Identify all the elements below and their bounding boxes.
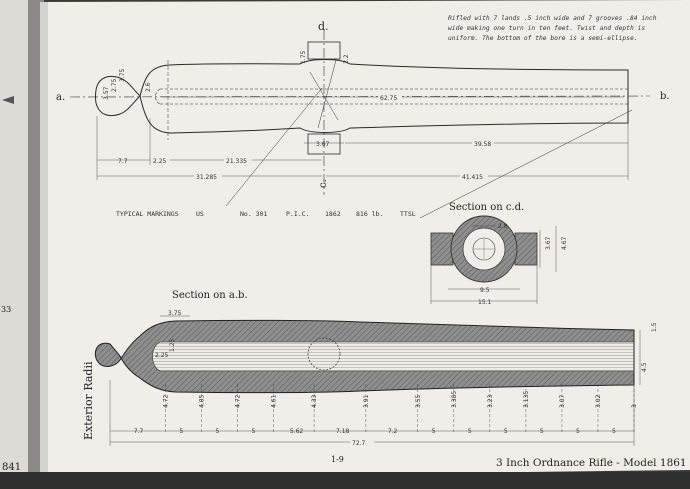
bore-hidden-lines [155,88,628,105]
segment-dims: 7.7 5 5 5 5.62 7.18 7.2 5 5 5 5 5 5 [134,428,616,435]
segment-value: 7.18 [336,428,350,435]
note-line-3: uniform. The bottom of the bore is a sem… [448,34,638,42]
marking-ttsl: TTSL [400,210,416,218]
axis-label-c: c. [318,179,329,188]
dim-knob-2: 2.75 [111,78,118,92]
axis-label-a: a. [56,92,65,103]
radius-value: 3 [631,404,638,408]
dim-ab-1: 3.75 [168,310,182,317]
axis-label-b: b. [660,91,670,102]
dim-breech-2: 2.25 [153,158,167,165]
marking-us: US [196,210,204,218]
radius-value: 4.72 [235,394,242,408]
radius-value: 3.91 [363,394,370,408]
dim-ab-2: 2.25 [155,352,169,359]
exterior-radii-dims: Exterior Radii 4.72 4.85 4.72 4.61 4.33 3.91 3… [82,361,638,447]
dim-knob-3: 3.75 [119,68,126,82]
dim-knob-1: 3.57 [103,86,110,100]
marking-year: 1862 [325,210,341,218]
page-number: 1-9 [331,455,344,464]
note-line-2: wide making one turn in ten feet. Twist … [448,24,645,32]
arrow-icon [2,96,14,104]
dim-cd-4: 9.5 [480,287,490,294]
radius-value: 3.135 [523,391,530,408]
segment-value: 5 [540,428,544,435]
trunnion-top [307,41,341,60]
segment-value: 5 [576,428,580,435]
radius-value: 3.02 [595,394,602,408]
segment-value: 5 [612,428,616,435]
dim-vertical-1: 2.6 [145,82,152,92]
segment-value: 5 [180,428,184,435]
exterior-radii-label: Exterior Radii [82,361,95,440]
segment-value: 7.2 [388,428,398,435]
dim-bore-length: 62.75 [380,95,397,102]
section-cd-title: Section on c.d. [449,202,524,213]
cascabel-knob [95,75,141,117]
trunnion-bottom [307,133,341,155]
dim-breech: 7.7 [118,158,128,165]
segment-value: 5 [468,428,472,435]
top-view-drawing: a. b. d. c. 62.75 3.57 2.75 3.75 2.6 1.7… [56,20,670,195]
trunnion-circle [307,337,341,371]
radius-value: 4.33 [311,394,318,408]
rifling-note: Rifled with 7 lands .5 inch wide and 7 g… [448,14,657,42]
radius-value: 4.61 [271,394,278,408]
segment-value: 5 [432,428,436,435]
page-title: 3 Inch Ordnance Rifle - Model 1861 [496,457,687,469]
radii-stations: 4.72 4.85 4.72 4.61 4.33 3.91 3.55 3.385 3.23 3.1… [162,384,638,434]
dim-overall-right: 41.415 [462,174,483,181]
segment-value: 7.7 [134,428,144,435]
radius-value: 3.55 [415,394,422,408]
segment-value: 5.62 [290,428,304,435]
dim-ab-muzzle-2: 4.5 [641,362,648,372]
dim-vertical-2: 1.75 [300,50,307,64]
dim-muzzle-length: 39.58 [474,141,491,148]
marking-pic: P.I.C. [286,210,309,218]
dim-cd-2: 3.67 [545,236,552,250]
dim-cd-1: 2.8 [498,223,508,230]
note-line-1: Rifled with 7 lands .5 inch wide and 7 g… [448,14,657,22]
section-ab-drawing: Section on a.b. 3.75 2.25 1.25 1.5 4.5 [94,290,658,394]
section-cd-drawing: Section on c.d. 2.8 3.67 4.67 9.5 15.1 [430,202,568,306]
dim-trunnion-dia: 3.67 [316,141,330,148]
dim-total-length: 72.7 [352,440,366,447]
left-page-number-bottom: 841 [2,462,21,473]
dim-to-trunnion: 21.335 [226,158,247,165]
section-ab-bore [152,341,635,372]
dim-ab-3: 1.25 [169,338,176,352]
segment-value: 5 [504,428,508,435]
segment-value: 5 [252,428,256,435]
segment-value: 5 [216,428,220,435]
dim-cd-3: 4.67 [561,236,568,250]
dim-cd-5: 15.1 [478,299,492,306]
radius-value: 3.23 [487,394,494,408]
dim-ab-muzzle-1: 1.5 [651,322,658,332]
radius-value: 3.385 [451,391,458,408]
dim-vertical-3: 2.2 [343,54,350,64]
radius-value: 4.85 [199,394,206,408]
section-ab-title: Section on a.b. [172,290,248,301]
radius-value: 4.72 [162,394,169,408]
axis-label-d: d. [318,20,329,33]
marking-number: No. 301 [240,210,267,218]
dim-overall-left: 31.285 [196,174,217,181]
radius-value: 3.07 [559,394,566,408]
markings-label: TYPICAL MARKINGS [116,210,179,218]
marking-weight: 816 lb. [356,210,383,218]
typical-markings-row: TYPICAL MARKINGS US No. 301 P.I.C. 1862 … [116,210,416,218]
left-page-number-top: 33 [1,305,11,314]
